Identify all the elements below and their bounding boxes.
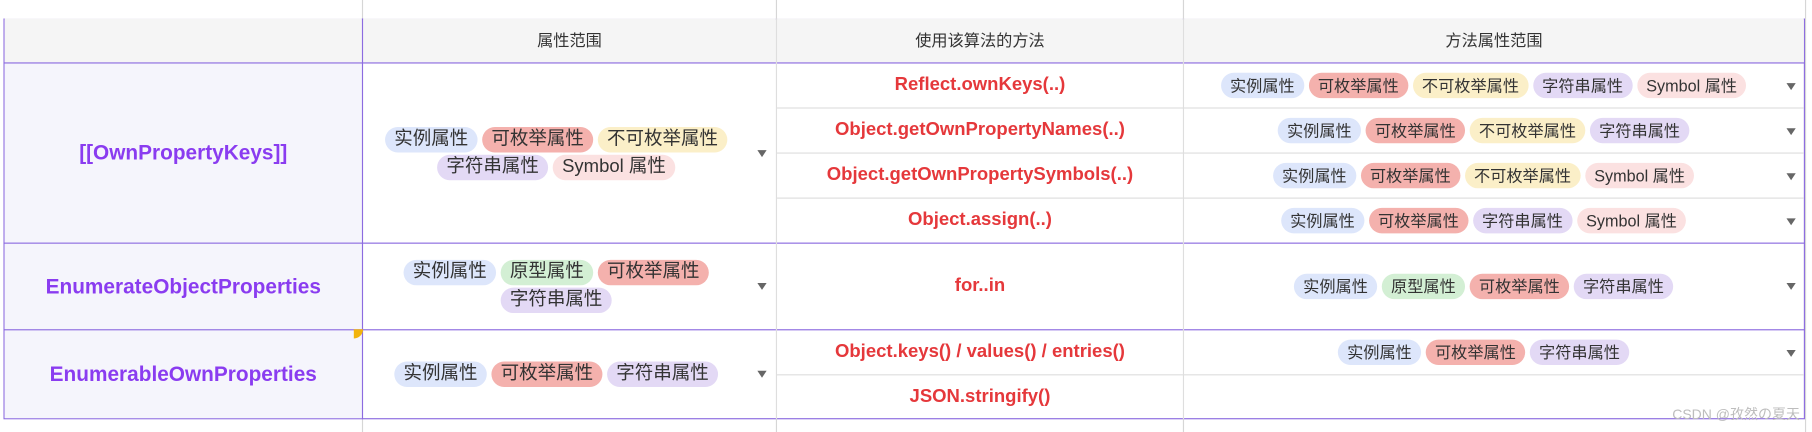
property-tag: 可枚举属性 (1360, 162, 1461, 189)
column-divider (361, 18, 364, 420)
row-divider (3, 242, 1805, 244)
scope-cell[interactable]: 实例属性可枚举属性字符串属性 (370, 330, 742, 418)
method-name[interactable]: JSON.stringify() (909, 386, 1051, 407)
method-name[interactable]: for..in (954, 276, 1006, 296)
header-methods: 使用该算法的方法 (777, 18, 1183, 63)
column-divider (775, 18, 778, 420)
method-name[interactable]: Object.getOwnPropertyNames(..) (835, 120, 1125, 140)
property-tag: 可枚举属性 (597, 259, 709, 286)
method-name[interactable]: Object.keys() / values() / entries() (834, 341, 1125, 362)
property-tag: 原型属性 (1381, 273, 1466, 300)
method-name[interactable]: Reflect.ownKeys(..) (894, 75, 1066, 95)
watermark: CSDN @孜然の夏天 (1672, 406, 1800, 422)
algorithm-name[interactable]: EnumerateObjectProperties (4, 243, 362, 330)
property-tag: Symbol 属性 (552, 154, 676, 180)
chevron-down-icon[interactable] (1786, 218, 1796, 226)
property-tag: 实例属性 (1280, 207, 1365, 234)
header-method-scope: 方法属性范围 (1184, 18, 1804, 63)
scope-cell[interactable]: 实例属性原型属性可枚举属性字符串属性 (370, 244, 742, 329)
property-tag: 实例属性 (1277, 117, 1361, 144)
header-corner (4, 18, 362, 63)
property-tag: 实例属性 (1337, 339, 1422, 366)
algorithm-name[interactable]: [[OwnPropertyKeys]] (4, 63, 362, 243)
property-tag: 可枚举属性 (1425, 339, 1526, 366)
method-scope-cell[interactable]: 实例属性原型属性可枚举属性字符串属性 (1184, 244, 1783, 329)
sub-row-divider (777, 107, 1804, 109)
property-tag: 不可枚举属性 (1469, 117, 1586, 144)
sub-row-divider (777, 197, 1804, 199)
method-scope-cell[interactable]: 实例属性可枚举属性字符串属性 (1184, 330, 1783, 374)
property-tag: 字符串属性 (1472, 207, 1573, 234)
chevron-down-icon[interactable] (1786, 83, 1796, 91)
column-divider (1182, 18, 1185, 420)
method-scope-cell[interactable]: 实例属性可枚举属性不可枚举属性字符串属性 (1184, 109, 1783, 153)
property-tag: 实例属性 (403, 259, 497, 286)
property-tag: Symbol 属性 (1636, 72, 1747, 99)
header-scope: 属性范围 (363, 18, 776, 63)
property-tag: 字符串属性 (437, 154, 549, 180)
property-tag: 实例属性 (394, 361, 487, 387)
property-tag: 实例属性 (1220, 72, 1304, 99)
algorithm-name[interactable]: EnumerableOwnProperties (4, 330, 362, 419)
property-tag: 字符串属性 (607, 361, 719, 387)
property-tag: 可枚举属性 (1469, 273, 1570, 300)
property-tag: 可枚举属性 (491, 361, 603, 387)
property-tag: 字符串属性 (1589, 117, 1690, 144)
row-divider (3, 329, 1805, 331)
chevron-down-icon[interactable] (757, 150, 767, 158)
property-tag: 可枚举属性 (1365, 117, 1466, 144)
sub-row-divider (777, 152, 1804, 154)
chevron-down-icon[interactable] (1786, 282, 1796, 290)
property-tag: 字符串属性 (500, 287, 612, 314)
property-tag: 不可枚举属性 (597, 126, 728, 152)
property-tag: Symbol 属性 (1576, 207, 1687, 234)
property-tag: Symbol 属性 (1584, 162, 1695, 189)
property-tag: 实例属性 (385, 126, 478, 152)
method-name[interactable]: Object.assign(..) (908, 210, 1052, 230)
property-tag: 字符串属性 (1573, 273, 1674, 300)
chevron-down-icon[interactable] (757, 370, 767, 378)
property-tag: 实例属性 (1293, 273, 1378, 300)
method-name[interactable]: Object.getOwnPropertySymbols(..) (826, 165, 1134, 185)
row-divider (3, 62, 1805, 64)
cell-marker (353, 329, 364, 339)
property-tag: 字符串属性 (1532, 72, 1633, 99)
property-tag: 不可枚举属性 (1412, 72, 1529, 99)
property-tag: 实例属性 (1272, 162, 1356, 189)
chevron-down-icon[interactable] (1786, 128, 1796, 136)
property-tag: 可枚举属性 (1308, 72, 1409, 99)
chevron-down-icon[interactable] (1786, 173, 1796, 181)
chevron-down-icon[interactable] (1786, 349, 1796, 357)
chevron-down-icon[interactable] (757, 282, 767, 290)
property-tag: 可枚举属性 (482, 126, 594, 152)
property-tag: 字符串属性 (1529, 339, 1630, 366)
property-tag: 原型属性 (500, 259, 594, 286)
property-tag: 不可枚举属性 (1464, 162, 1581, 189)
sub-row-divider (777, 374, 1804, 376)
property-tag: 可枚举属性 (1368, 207, 1469, 234)
